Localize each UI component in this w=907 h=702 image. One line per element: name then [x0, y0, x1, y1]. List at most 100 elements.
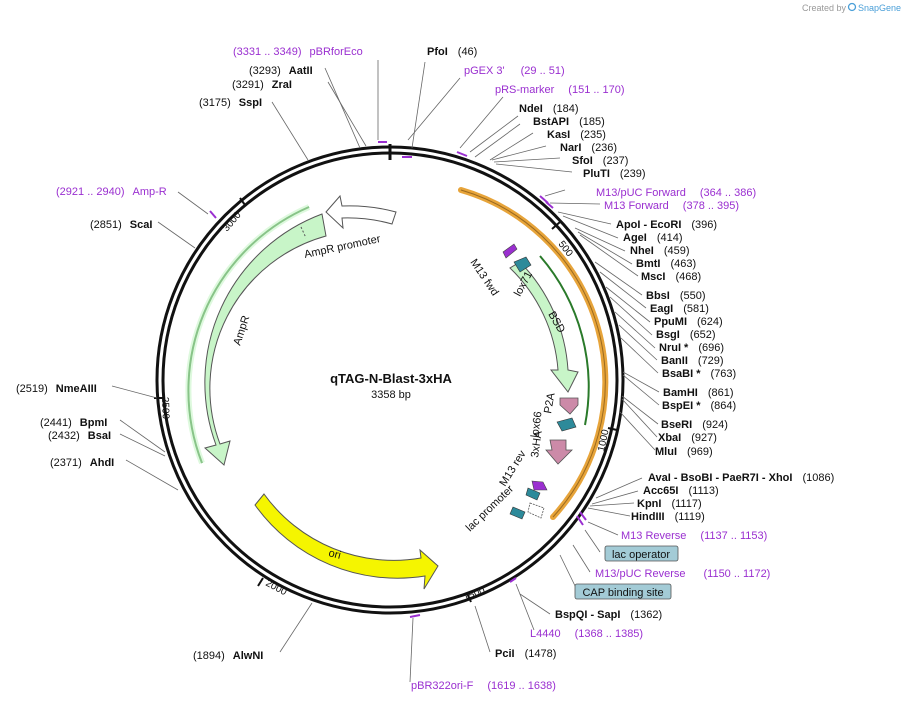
- enzyme-aatii[interactable]: (3293)AatII: [249, 65, 313, 77]
- lac-operator-label: lac operator: [612, 549, 670, 561]
- enzyme-banii[interactable]: BanII(729): [661, 355, 724, 367]
- enzyme-nrui[interactable]: NruI *(696): [659, 342, 724, 354]
- feature-label-3xha: 3xHA: [529, 429, 545, 458]
- enzyme-nari[interactable]: NarI(236): [560, 142, 617, 154]
- feature-label-ampr: AmpR: [231, 314, 252, 347]
- primer-marks: [209, 141, 587, 618]
- m13-fwd-feature: [502, 243, 518, 259]
- enzyme-mlui[interactable]: MluI(969): [655, 446, 713, 458]
- enzyme-ndei[interactable]: NdeI(184): [519, 103, 579, 115]
- enzyme-bpmi[interactable]: (2441)BpmI: [40, 417, 107, 429]
- enzyme-kasi[interactable]: KasI(235): [547, 129, 606, 141]
- tick-label-2500: 2500: [159, 397, 171, 420]
- primer-amp-r[interactable]: (2921 .. 2940)Amp-R: [56, 186, 167, 198]
- 3xha-feature: [545, 439, 573, 465]
- enzyme-agei[interactable]: AgeI(414): [623, 232, 683, 244]
- lac-promoter-feature: [527, 502, 545, 519]
- enzyme-bseri[interactable]: BseRI(924): [661, 419, 728, 431]
- boxed-labels: lac operator CAP binding site: [574, 545, 679, 600]
- bsd-arrow: [509, 261, 579, 393]
- primer-labels: (3331 .. 3349)pBRforEco pGEX 3'(29 .. 51…: [56, 46, 770, 692]
- primer-mark-l4440: [509, 577, 517, 583]
- enzyme-pcii[interactable]: PciI(1478): [495, 648, 556, 660]
- cap-binding-site-label: CAP binding site: [582, 587, 663, 599]
- feature-label-lox66: lox66: [529, 411, 545, 439]
- plasmid-length: 3358 bp: [371, 389, 411, 401]
- small-features: [502, 243, 579, 520]
- enzyme-alwni[interactable]: (1894)AlwNI: [193, 650, 263, 662]
- amp-green-arc-pale: [185, 204, 311, 465]
- lox71-feature: [513, 256, 532, 273]
- enzyme-bmti[interactable]: BmtI(463): [636, 258, 696, 270]
- feature-label-p2a: P2A: [542, 391, 558, 414]
- enzyme-avai-xhoi[interactable]: AvaI - BsoBI - PaeR7I - XhoI(1086): [648, 472, 834, 484]
- enzyme-scai[interactable]: (2851)ScaI: [90, 219, 152, 231]
- credit-prefix: Created by: [802, 3, 847, 13]
- tick-label-1000: 1000: [596, 428, 611, 452]
- primer-prs-marker[interactable]: pRS-marker(151 .. 170): [495, 84, 625, 96]
- lox66-feature: [556, 417, 577, 432]
- enzyme-pfoi[interactable]: PfoI(46): [427, 46, 477, 58]
- enzyme-kpni[interactable]: KpnI(1117): [637, 498, 702, 510]
- enzyme-bsgi[interactable]: BsgI(652): [656, 329, 716, 341]
- primer-m13-forward[interactable]: M13 Forward(378 .. 395): [604, 200, 739, 212]
- leader-lines: [111, 60, 660, 683]
- primer-mark-prs-marker: [456, 151, 468, 157]
- enzyme-msci[interactable]: MscI(468): [641, 271, 701, 283]
- enzyme-pluti[interactable]: PluTI(239): [583, 168, 646, 180]
- lac-operator-feature: [525, 487, 541, 501]
- cap-site-feature: [509, 506, 526, 520]
- primer-mark-m13-reverse: [579, 511, 587, 521]
- enzyme-sfoi[interactable]: SfoI(237): [572, 155, 628, 167]
- m13-rev-feature: [531, 480, 548, 491]
- enzyme-labels: PfoI(46) NdeI(184) BstAPI(185) KasI(235)…: [16, 46, 834, 662]
- primer-pbr322ori-f[interactable]: pBR322ori-F(1619 .. 1638): [411, 680, 556, 692]
- primer-mark-m13-forward: [545, 201, 554, 209]
- primer-mark-m13-puc-reverse: [576, 515, 584, 526]
- cap-binding-site-box[interactable]: [574, 583, 672, 600]
- feature-label-m13-rev: M13 rev: [497, 448, 528, 488]
- p2a-feature: [559, 397, 579, 415]
- tick-label-1500: 1500: [462, 585, 487, 604]
- primer-mark-amp-r: [209, 210, 217, 219]
- primer-m13-reverse[interactable]: M13 Reverse(1137 .. 1153): [621, 530, 767, 542]
- primer-l4440[interactable]: L4440(1368 .. 1385): [530, 628, 643, 640]
- feature-label-m13-fwd: M13 fwd: [468, 257, 501, 298]
- feature-arcs: [185, 187, 609, 520]
- orange-arc: [458, 187, 609, 520]
- enzyme-sspi[interactable]: (3175)SspI: [199, 97, 262, 109]
- primer-pbrforeco[interactable]: (3331 .. 3349)pBRforEco: [233, 46, 363, 58]
- enzyme-zrai[interactable]: (3291)ZraI: [232, 79, 292, 91]
- enzyme-apoi-ecori[interactable]: ApoI - EcoRI(396): [616, 219, 717, 231]
- primer-m13-puc-reverse[interactable]: M13/pUC Reverse(1150 .. 1172): [595, 568, 770, 580]
- feature-label-lac-promoter: lac promoter: [464, 483, 517, 534]
- enzyme-nhei[interactable]: NheI(459): [630, 245, 690, 257]
- tick-label-3000: 3000: [221, 209, 244, 233]
- plasmid-title: qTAG-N-Blast-3xHA: [330, 371, 452, 386]
- enzyme-ppumi[interactable]: PpuMI(624): [654, 316, 723, 328]
- enzyme-acc65i[interactable]: Acc65I(1113): [643, 485, 719, 497]
- enzyme-bamhi[interactable]: BamHI(861): [663, 387, 734, 399]
- enzyme-ahdi[interactable]: (2371)AhdI: [50, 457, 114, 469]
- ampr-promoter-arrow: [325, 194, 397, 230]
- enzyme-eagi[interactable]: EagI(581): [650, 303, 709, 315]
- enzyme-bspqi-sapi[interactable]: BspQI - SapI(1362): [555, 609, 662, 621]
- enzyme-hindiii[interactable]: HindIII(1119): [631, 511, 705, 523]
- enzyme-bsabi[interactable]: BsaBI *(763): [662, 368, 736, 380]
- lac-operator-box[interactable]: [604, 545, 679, 562]
- primer-pgex3[interactable]: pGEX 3'(29 .. 51): [464, 65, 565, 77]
- enzyme-bstapi[interactable]: BstAPI(185): [533, 116, 605, 128]
- enzyme-bspei[interactable]: BspEI *(864): [662, 400, 736, 412]
- credit-brand: SnapGene: [858, 3, 901, 13]
- enzyme-bsai[interactable]: (2432)BsaI: [48, 430, 111, 442]
- primer-m13-puc-forward[interactable]: M13/pUC Forward(364 .. 386): [596, 187, 756, 199]
- orange-arc-inner: [460, 189, 606, 518]
- enzyme-xbai[interactable]: XbaI(927): [658, 432, 717, 444]
- backbone-ring: [155, 144, 625, 615]
- bsd-green-arc: [539, 255, 590, 426]
- primer-mark-pbr322ori: [409, 614, 421, 618]
- enzyme-nmeaiii[interactable]: (2519)NmeAIII: [16, 383, 97, 395]
- enzyme-bbsi[interactable]: BbsI(550): [646, 290, 706, 302]
- ampr-arrow: [203, 213, 327, 466]
